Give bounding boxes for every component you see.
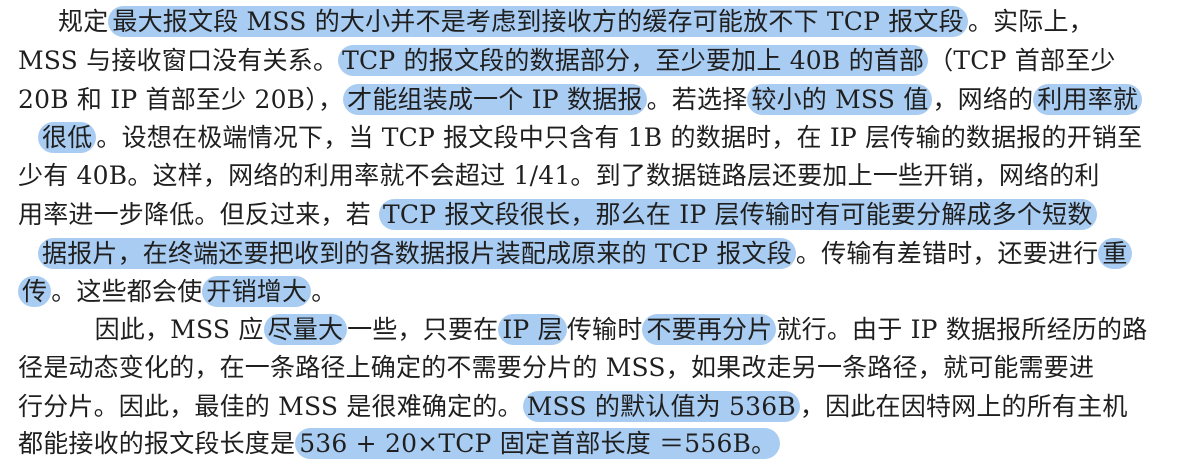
text-segment: 。实际上， bbox=[967, 7, 1094, 36]
document-page: 规定最大报文段 MSS 的大小并不是考虑到接收方的缓存可能放不下 TCP 报文段… bbox=[18, 6, 1147, 459]
text-segment: MSS 与接收窗口没有关系。 bbox=[18, 46, 339, 75]
text-segment: 。 bbox=[311, 277, 337, 306]
text-segment: 。这些都会使 bbox=[51, 277, 203, 306]
text-line: 20B 和 IP 首部至少 20B），才能组装成一个 IP 数据报。若选择较小的… bbox=[0, 82, 1143, 118]
text-segment: ，网络的 bbox=[932, 85, 1034, 114]
text-segment: 20B 和 IP 首部至少 20B）， bbox=[18, 85, 344, 114]
text-segment: （TCP 首部至少 bbox=[928, 46, 1116, 75]
text-segment: 用率进一步降低。但反过来，若 bbox=[18, 200, 379, 229]
highlighted-text: 才能组装成一个 IP 数据报 bbox=[343, 84, 647, 115]
highlighted-text: 不要再分片 bbox=[642, 314, 777, 345]
highlighted-text: 利用率就 bbox=[1033, 84, 1143, 115]
text-segment: 径是动态变化的，在一条路径上确定的不需要分片的 MSS，如果改走另一条路径，就可… bbox=[18, 353, 1095, 382]
highlighted-text: IP 层 bbox=[498, 314, 567, 345]
highlighted-text: 尽量大 bbox=[263, 314, 348, 345]
text-line: 据报片，在终端还要把收到的各数据报片装配成原来的 TCP 报文段。传输有差错时，… bbox=[0, 236, 1158, 272]
text-segment: 因此，MSS 应 bbox=[62, 315, 264, 344]
text-segment: 都能接收的报文段长度是 bbox=[18, 429, 296, 458]
text-segment: 规定 bbox=[58, 7, 109, 36]
text-segment: 一些，只要在 bbox=[347, 315, 499, 344]
text-line: MSS 与接收窗口没有关系。TCP 的报文段的数据部分，至少要加上 40B 的首… bbox=[0, 43, 1138, 79]
highlighted-text: 最大报文段 MSS 的大小并不是考虑到接收方的缓存可能放不下 TCP 报文段 bbox=[108, 6, 968, 37]
highlighted-text: 据报片，在终端还要把收到的各数据报片装配成原来的 TCP 报文段 bbox=[38, 238, 796, 269]
text-segment: 。若选择 bbox=[646, 85, 748, 114]
highlighted-text: 重 bbox=[1098, 238, 1132, 269]
text-segment: 。传输有差错时，还要进行 bbox=[795, 239, 1099, 268]
text-line: 传。这些都会使开销增大。 bbox=[0, 274, 1138, 310]
text-segment: 少有 40B。这样，网络的利用率就不会超过 1/41。到了数据链路层还要加上一些… bbox=[18, 161, 1100, 190]
text-line: 规定最大报文段 MSS 的大小并不是考虑到接收方的缓存可能放不下 TCP 报文段… bbox=[0, 4, 1178, 40]
highlighted-text: TCP 的报文段的数据部分，至少要加上 40B 的首部 bbox=[338, 45, 929, 76]
text-line: 行分片。因此，最佳的 MSS 是很难确定的。MSS 的默认值为 536B，因此在… bbox=[0, 389, 1138, 425]
text-line: 少有 40B。这样，网络的利用率就不会超过 1/41。到了数据链路层还要加上一些… bbox=[0, 158, 1138, 194]
text-segment: 。设想在极端情况下，当 TCP 报文段中只含有 1B 的数据时，在 IP 层传输… bbox=[96, 123, 1143, 152]
highlighted-text: TCP 报文段很长，那么在 IP 层传输时有可能要分解成多个短数 bbox=[378, 199, 1097, 230]
highlighted-text: 传 bbox=[18, 276, 52, 307]
text-line: 径是动态变化的，在一条路径上确定的不需要分片的 MSS，如果改走另一条路径，就可… bbox=[0, 350, 1138, 386]
text-segment: ，因此在因特网上的所有主机 bbox=[799, 392, 1128, 421]
highlighted-text: 很低 bbox=[38, 122, 97, 153]
text-segment: 就行。由于 IP 数据报所经历的路 bbox=[776, 315, 1148, 344]
highlighted-text: 536 + 20×TCP 固定首部长度 ＝556B。 bbox=[295, 428, 781, 459]
highlighted-text: MSS 的默认值为 536B bbox=[522, 391, 800, 422]
highlighted-text: 较小的 MSS 值 bbox=[747, 84, 933, 115]
highlighted-text: 开销增大 bbox=[202, 276, 312, 307]
text-segment: 行分片。因此，最佳的 MSS 是很难确定的。 bbox=[18, 392, 523, 421]
text-line: 很低。设想在极端情况下，当 TCP 报文段中只含有 1B 的数据时，在 IP 层… bbox=[0, 120, 1158, 156]
text-line: 用率进一步降低。但反过来，若 TCP 报文段很长，那么在 IP 层传输时有可能要… bbox=[0, 197, 1138, 233]
text-segment: 传输时 bbox=[566, 315, 643, 344]
